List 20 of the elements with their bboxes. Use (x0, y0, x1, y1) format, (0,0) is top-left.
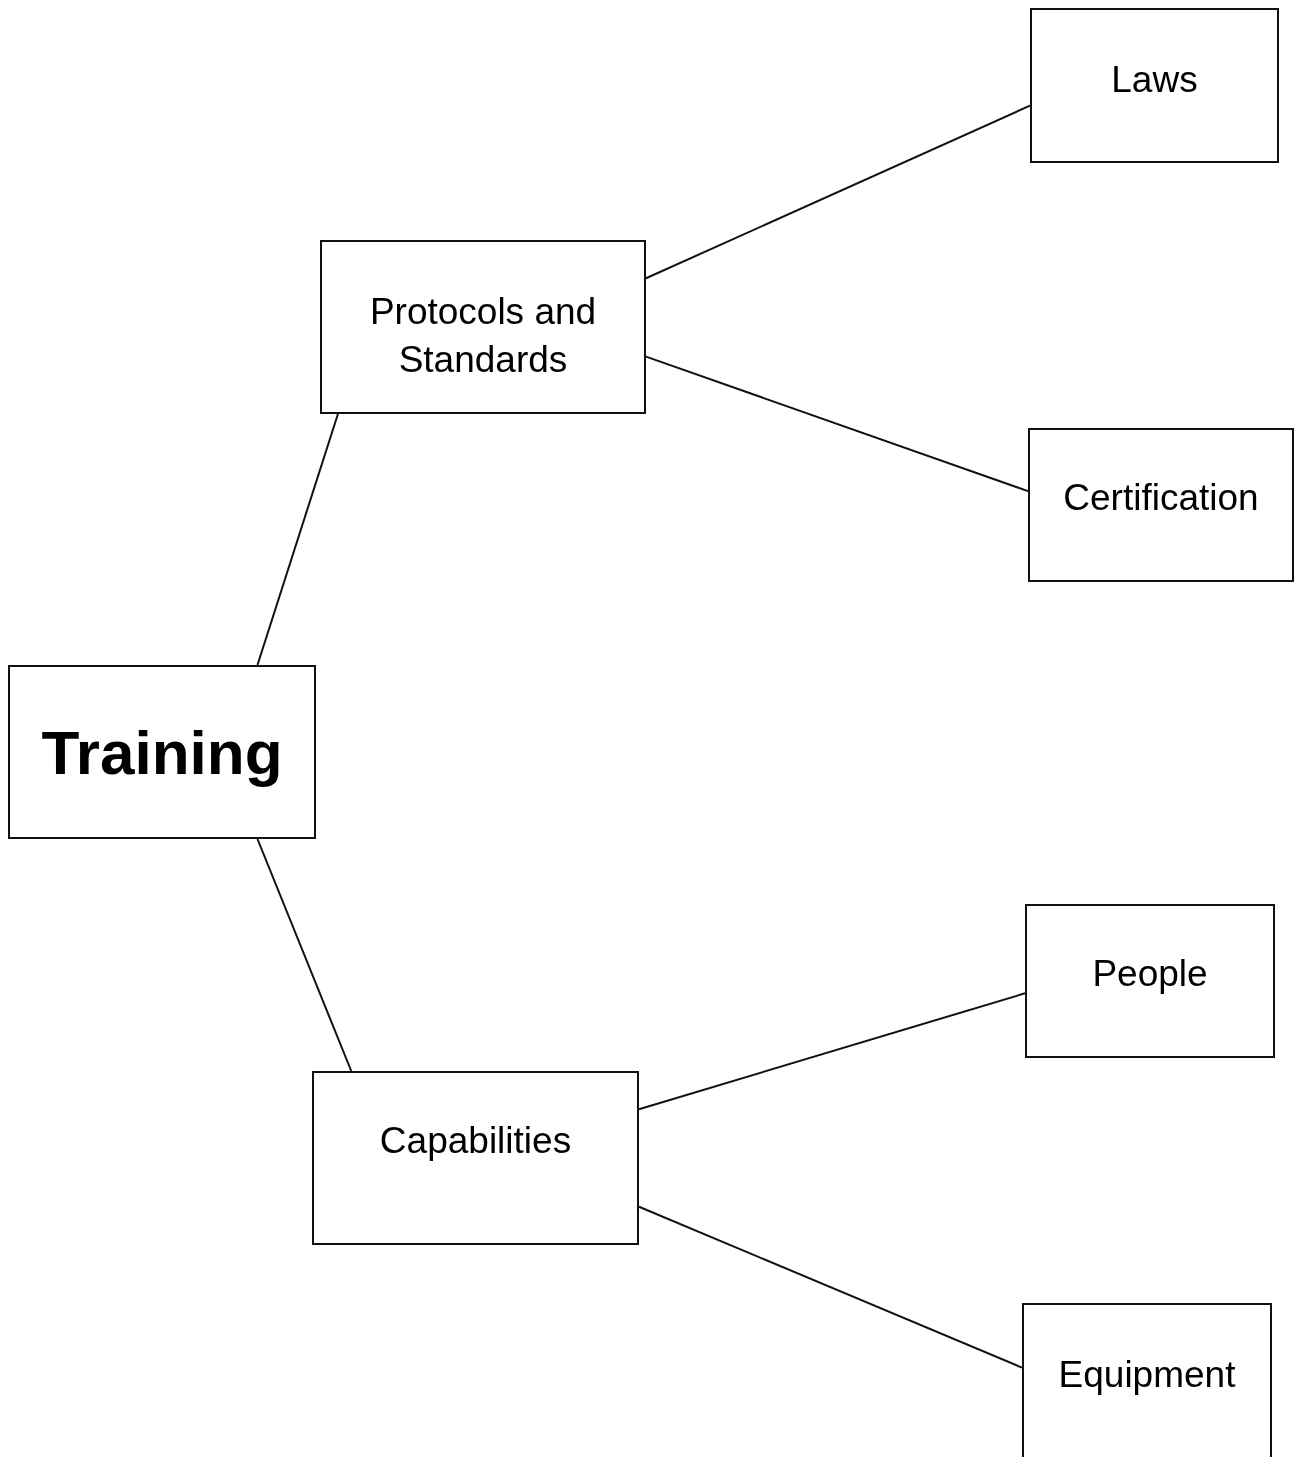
node-label: Capabilities (378, 1118, 573, 1163)
connector-line (638, 1205, 1023, 1369)
concept-box (1028, 428, 1294, 582)
connector-line (645, 104, 1031, 280)
concept-box (8, 665, 316, 839)
connector-line (256, 838, 353, 1072)
node-label: People (1091, 951, 1209, 996)
node-label: Training (40, 716, 284, 789)
concept-box (320, 240, 646, 414)
connector-line (645, 355, 1029, 493)
connector-line (256, 413, 339, 666)
node-label: Laws (1110, 57, 1199, 102)
concept-box (312, 1071, 639, 1245)
node-label: Certification (1062, 475, 1260, 520)
node-label: Protocols and Standards (368, 289, 598, 382)
connector-line (638, 992, 1026, 1111)
node-label: Equipment (1057, 1352, 1237, 1397)
concept-box (1022, 1303, 1272, 1457)
concept-box (1030, 8, 1279, 163)
concept-box (1025, 904, 1275, 1058)
